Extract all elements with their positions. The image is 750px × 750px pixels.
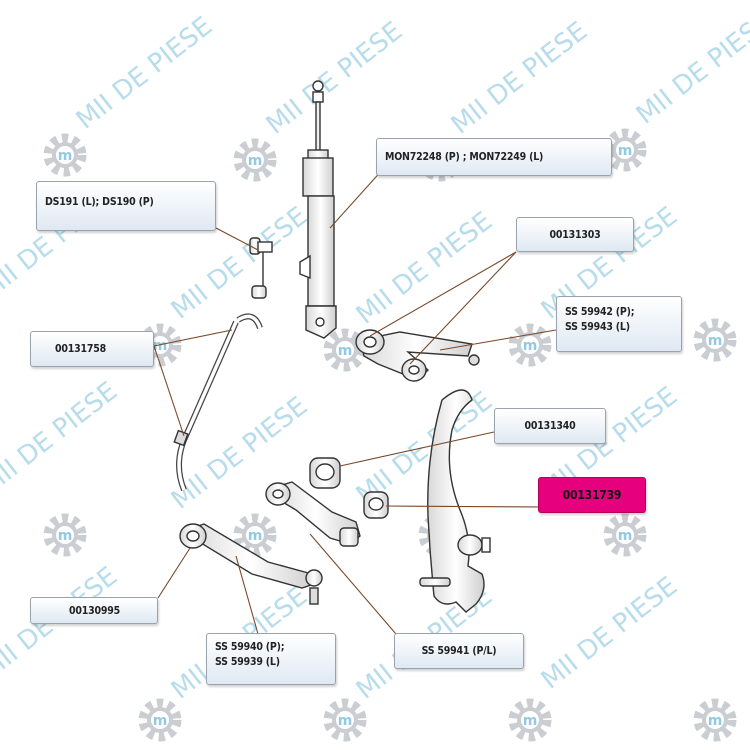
watermark-gear-icon [238,143,272,177]
label-00130995: 00130995 [30,597,158,624]
watermark-text: MII DE PIESE [71,11,218,135]
watermark-gear-icon [143,703,177,737]
label-ss59940-line1: SS 59940 (P); [215,641,285,653]
watermark-gear-icon [328,703,362,737]
label-ss59941: SS 59941 (P/L) [394,633,524,669]
watermark-text: MII DE PIESE [0,376,123,500]
label-ss59942-line1: SS 59942 (P); [565,306,635,318]
watermark-text: MII DE PIESE [351,206,498,330]
leader-lines [153,167,557,635]
label-ss59940-ss59939: SS 59940 (P); SS 59939 (L) [206,633,336,685]
label-ss59939-line2: SS 59939 (L) [215,656,280,668]
watermark-layer: MII DE PIESE MII DE PIESE MII DE PIESE M… [0,6,750,737]
watermark-text: MII DE PIESE [261,16,408,140]
watermark-text: MII DE PIESE [631,6,750,130]
label-ss59943-line2: SS 59943 (L) [565,321,630,333]
label-00131739-highlighted: 00131739 [538,477,646,513]
watermark-gear-icon [698,323,732,357]
lower-control-arm-front [265,481,361,547]
shock-absorber [299,80,337,339]
stabilizer-bar [173,313,263,492]
watermark-gear-icon [608,518,642,552]
watermark-gear-icon [48,518,82,552]
label-00131758: 00131758 [30,331,154,367]
watermark-gear-icon [608,133,642,167]
watermark-text: MII DE PIESE [536,571,683,695]
label-00131303: 00131303 [516,217,634,252]
watermark-gear-icon [698,703,732,737]
watermark-gear-icon [513,328,547,362]
upper-control-arm [355,329,480,382]
bushing-00131739 [363,491,389,519]
lower-control-arm-rear [179,523,323,605]
label-ds191-ds190: DS191 (L); DS190 (P) [36,181,216,231]
label-mon72248-mon72249: MON72248 (P) ; MON72249 (L) [376,138,612,176]
label-ss59942-ss59943: SS 59942 (P); SS 59943 (L) [556,296,682,352]
steering-knuckle [419,389,491,613]
watermark-text: MII DE PIESE [446,16,593,140]
label-00131340: 00131340 [494,408,606,444]
bushing-00131340 [309,457,341,489]
parts-drawing [173,80,491,613]
watermark-gear-icon [513,703,547,737]
watermark-gear-icon [48,138,82,172]
